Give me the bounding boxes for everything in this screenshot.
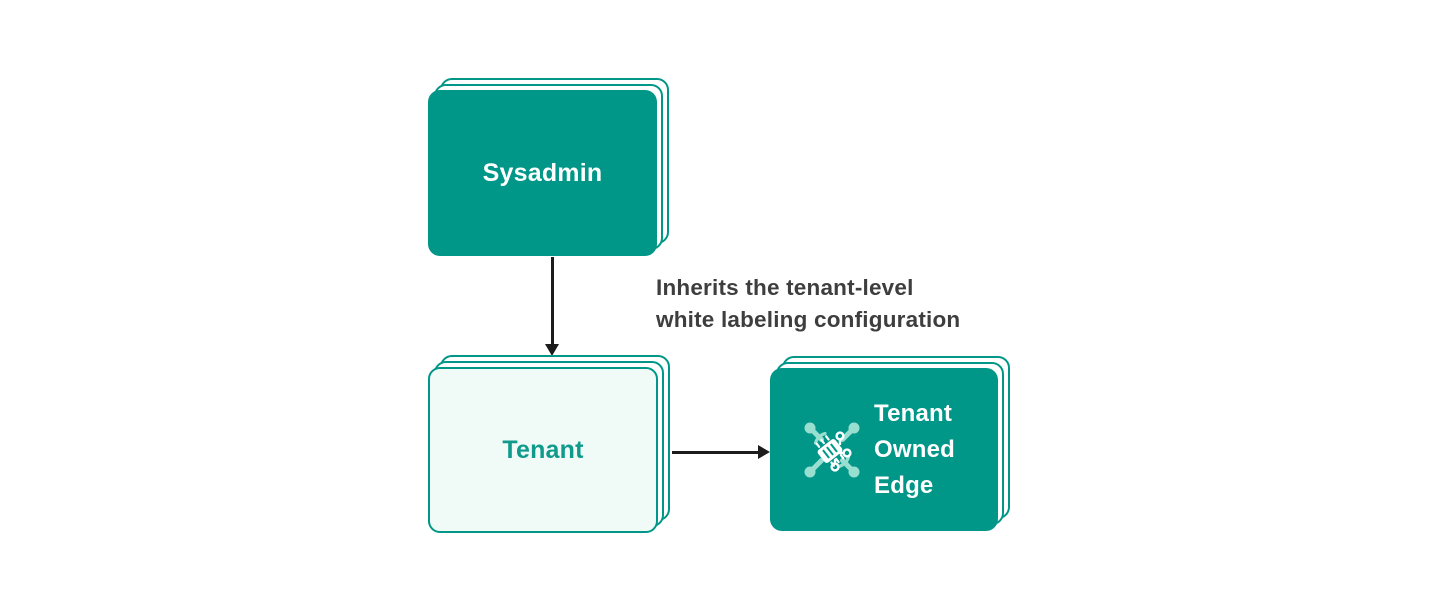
arrow-shaft (672, 451, 758, 454)
arrow-head-down-icon (545, 344, 559, 356)
sysadmin-card: Sysadmin (428, 90, 657, 256)
arrow-tenant-to-edge (672, 445, 770, 459)
annotation-line-2: white labeling configuration (656, 307, 961, 332)
tenant-card: Tenant (428, 367, 658, 533)
node-sysadmin: Sysadmin (428, 78, 669, 256)
tenant-owned-edge-label: Tenant Owned Edge (874, 399, 956, 499)
sysadmin-label: Sysadmin (482, 158, 603, 187)
node-tenant-owned-edge: Tenant Owned Edge (770, 356, 1010, 531)
arrow-sysadmin-to-tenant (545, 257, 559, 356)
tenant-label: Tenant (502, 435, 584, 464)
edge-circuit-icon (802, 420, 862, 480)
tenant-owned-edge-card: Tenant Owned Edge (770, 368, 998, 531)
arrow-head-right-icon (758, 445, 770, 459)
annotation-text: Inherits the tenant-level white labeling… (656, 272, 960, 336)
arrow-shaft (551, 257, 554, 345)
node-tenant: Tenant (428, 355, 670, 533)
annotation-line-1: Inherits the tenant-level (656, 275, 914, 300)
